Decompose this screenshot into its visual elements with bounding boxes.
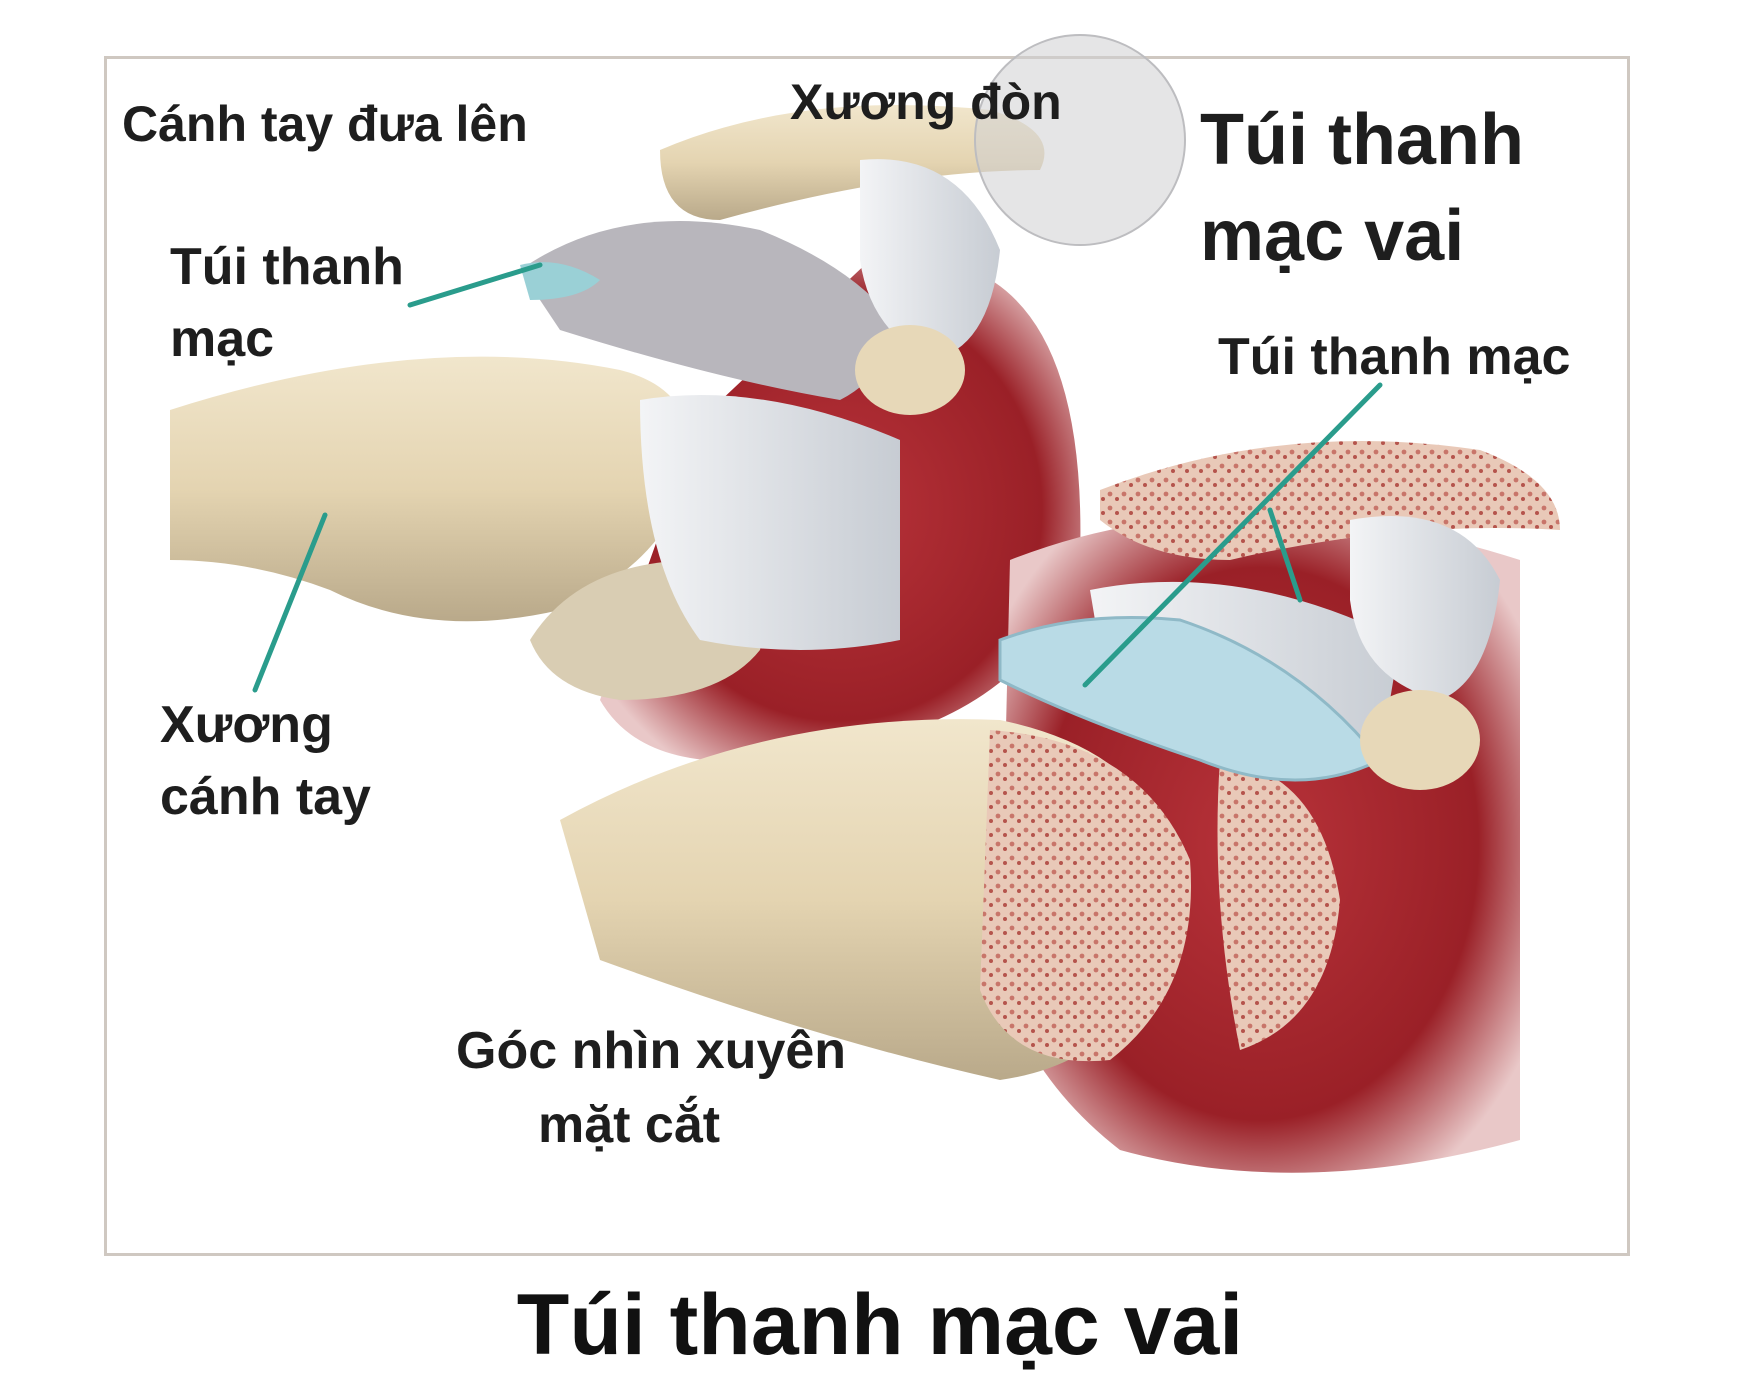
humerus-raised — [170, 356, 692, 622]
pointer-humerus — [252, 512, 328, 693]
pointer-bursa-right-a — [1082, 382, 1383, 688]
rotator-cuff-upper — [640, 395, 900, 650]
label-humerus-line2: cánh tay — [160, 768, 371, 826]
clavicle-bone — [660, 105, 1045, 220]
glenoid-section — [1217, 760, 1340, 1050]
raised-arm-shoulder — [170, 105, 1081, 762]
label-cross-section-line2: mặt cắt — [538, 1096, 721, 1154]
label-bursa-left-line2: mạc — [170, 310, 275, 368]
label-bursa-right: Túi thanh mạc — [1218, 328, 1571, 386]
label-bursa-left-line1: Túi thanh — [170, 238, 404, 296]
coracoid-tendon — [860, 159, 1000, 360]
bursa-left — [520, 262, 600, 300]
acromion-lower — [1100, 441, 1560, 560]
cross-section-shoulder — [560, 441, 1560, 1173]
pointer-bursa-left — [407, 262, 543, 308]
coracoid-process — [855, 325, 965, 415]
label-humerus-line1: Xương — [160, 696, 333, 754]
pointer-lines — [252, 262, 1383, 693]
label-heading-line1: Túi thanh — [1200, 100, 1524, 180]
pointer-bursa-right-b — [1267, 507, 1303, 603]
label-clavicle: Xương đòn — [790, 74, 1062, 130]
label-raised-arm: Cánh tay đưa lên — [122, 96, 528, 152]
magnifier-circle — [974, 34, 1186, 246]
acromion-upper — [520, 221, 900, 400]
coracoid-tendon-lower — [1350, 516, 1500, 700]
coracoid-process-lower — [1360, 690, 1480, 790]
humeral-head-section — [980, 730, 1191, 1062]
label-heading-line2: mạc vai — [1200, 196, 1465, 276]
label-cross-section-line1: Góc nhìn xuyên — [456, 1022, 847, 1080]
figure-title: Túi thanh mạc vai — [516, 1277, 1244, 1373]
